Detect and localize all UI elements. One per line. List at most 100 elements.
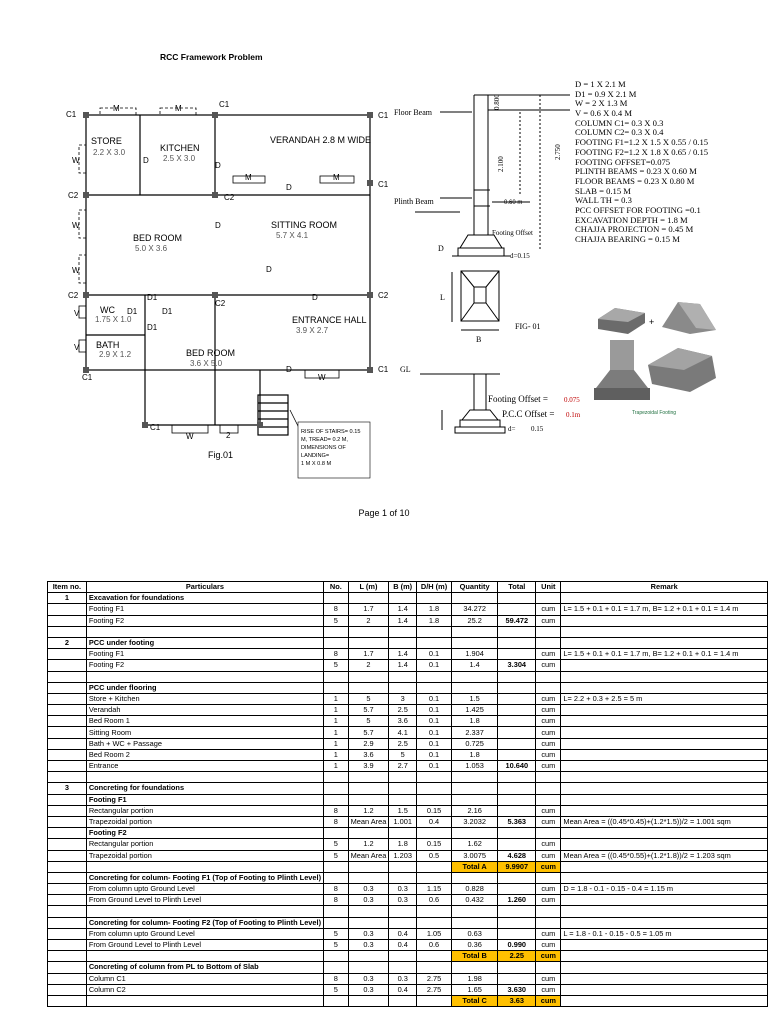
- table-cell: 2.9: [347, 737, 390, 750]
- table-cell: [560, 748, 768, 762]
- table-cell: [497, 793, 537, 806]
- table-cell: 8: [323, 972, 349, 985]
- svg-text:D1: D1: [147, 323, 158, 332]
- table-cell: [347, 636, 390, 650]
- table-cell: [497, 827, 537, 840]
- columns: [83, 112, 373, 428]
- table-cell: [497, 692, 537, 706]
- table-cell: [323, 994, 349, 1008]
- table-cell: cum: [535, 659, 562, 672]
- table-cell: [47, 793, 87, 806]
- table-cell: 3.6: [388, 715, 418, 728]
- svg-text:V: V: [74, 309, 80, 318]
- table-cell: [347, 771, 390, 784]
- table-cell: [450, 670, 499, 683]
- table-cell: [560, 972, 768, 985]
- table-cell: Concreting of column from PL to Bottom o…: [85, 961, 325, 974]
- table-cell: Total A: [450, 860, 499, 873]
- table-cell: [560, 681, 768, 694]
- table-cell: 0.1: [416, 704, 452, 717]
- table-cell: 8: [323, 815, 349, 829]
- page-number: Page 1 of 10: [358, 508, 410, 518]
- table-header-cell: Item no.: [47, 580, 87, 594]
- table-cell: 1: [47, 592, 87, 605]
- table-cell: [47, 815, 87, 829]
- table-header-cell: B (m): [388, 580, 418, 594]
- svg-text:2.5 X 3.0: 2.5 X 3.0: [163, 154, 196, 163]
- table-cell: [416, 681, 452, 694]
- table-cell: [323, 670, 349, 683]
- spec-line: COLUMN C2= 0.3 X 0.4: [575, 127, 664, 138]
- table-cell: 1: [323, 737, 349, 750]
- svg-text:M: M: [113, 104, 120, 113]
- table-cell: Trapezoidal portion: [85, 815, 325, 829]
- svg-text:+: +: [649, 317, 654, 327]
- table-cell: [416, 592, 452, 605]
- table-cell: 0.4: [388, 983, 418, 996]
- table-cell: 0.432: [450, 894, 499, 907]
- stairs-note: RISE OF STAIRS= 0.15 M, TREAD= 0.2 M, DI…: [297, 421, 371, 479]
- svg-text:D: D: [215, 221, 221, 230]
- spec-line: SLAB = 0.15 M: [575, 185, 631, 196]
- svg-text:0.075: 0.075: [564, 396, 580, 404]
- table-cell: 5: [347, 715, 390, 728]
- table-cell: [85, 670, 325, 683]
- table-cell: [497, 681, 537, 694]
- table-cell: L= 1.5 + 0.1 + 0.1 = 1.7 m, B= 1.2 + 0.1…: [560, 603, 768, 616]
- svg-text:0.800: 0.800: [493, 94, 501, 110]
- table-cell: L= 2.2 + 0.3 + 2.5 = 5 m: [560, 692, 768, 706]
- svg-text:V: V: [74, 343, 80, 352]
- svg-text:GL: GL: [400, 365, 411, 374]
- table-cell: 1: [323, 715, 349, 728]
- table-cell: L = 1.8 - 0.1 - 0.15 - 0.5 = 1.05 m: [560, 927, 768, 941]
- table-cell: 5: [347, 692, 390, 706]
- table-cell: 2.75: [416, 983, 452, 996]
- table-cell: 4.1: [388, 726, 418, 739]
- svg-text:VERANDAH 2.8 M WIDE: VERANDAH 2.8 M WIDE: [270, 135, 371, 145]
- table-cell: [497, 838, 537, 851]
- table-cell: [47, 860, 87, 873]
- svg-text:ENTRANCE HALL: ENTRANCE HALL: [292, 315, 367, 325]
- table-cell: Footing F2: [85, 827, 325, 840]
- table-cell: 1.260: [497, 894, 537, 907]
- table-cell: [47, 748, 87, 762]
- table-cell: Bed Room 1: [85, 715, 325, 728]
- table-cell: cum: [535, 849, 562, 862]
- table-cell: 1.65: [450, 983, 499, 996]
- table-cell: Total C: [450, 994, 499, 1008]
- table-cell: 5: [323, 659, 349, 672]
- table-cell: Total B: [450, 950, 499, 963]
- svg-text:C2: C2: [215, 299, 226, 308]
- table-cell: [416, 670, 452, 683]
- table-cell: Footing F1: [85, 648, 325, 661]
- table-cell: 3.9: [347, 759, 390, 773]
- table-header-cell: Unit: [535, 580, 562, 594]
- table-cell: Column C1: [85, 972, 325, 985]
- table-cell: [47, 894, 87, 907]
- table-cell: [347, 793, 390, 806]
- table-cell: From column upto Ground Level: [85, 883, 325, 896]
- table-cell: [497, 670, 537, 683]
- table-cell: Excavation for foundations: [85, 592, 325, 605]
- table-cell: 1.425: [450, 704, 499, 717]
- svg-text:1 M X 0.8 M: 1 M X 0.8 M: [301, 461, 331, 467]
- svg-text:5.7 X 4.1: 5.7 X 4.1: [276, 231, 309, 240]
- svg-text:DIMENSIONS OF: DIMENSIONS OF: [301, 445, 346, 451]
- table-cell: [388, 827, 418, 840]
- table-cell: [388, 871, 418, 885]
- table-cell: [323, 950, 349, 963]
- table-cell: 3: [47, 782, 87, 795]
- table-cell: 3.2032: [450, 815, 499, 829]
- table-cell: [450, 625, 499, 638]
- table-cell: 0.1: [416, 692, 452, 706]
- table-cell: [85, 950, 325, 963]
- table-cell: [497, 715, 537, 728]
- table-cell: [497, 625, 537, 638]
- table-cell: 1.8: [450, 748, 499, 762]
- table-cell: 0.1: [416, 748, 452, 762]
- table-cell: 3.630: [497, 983, 537, 996]
